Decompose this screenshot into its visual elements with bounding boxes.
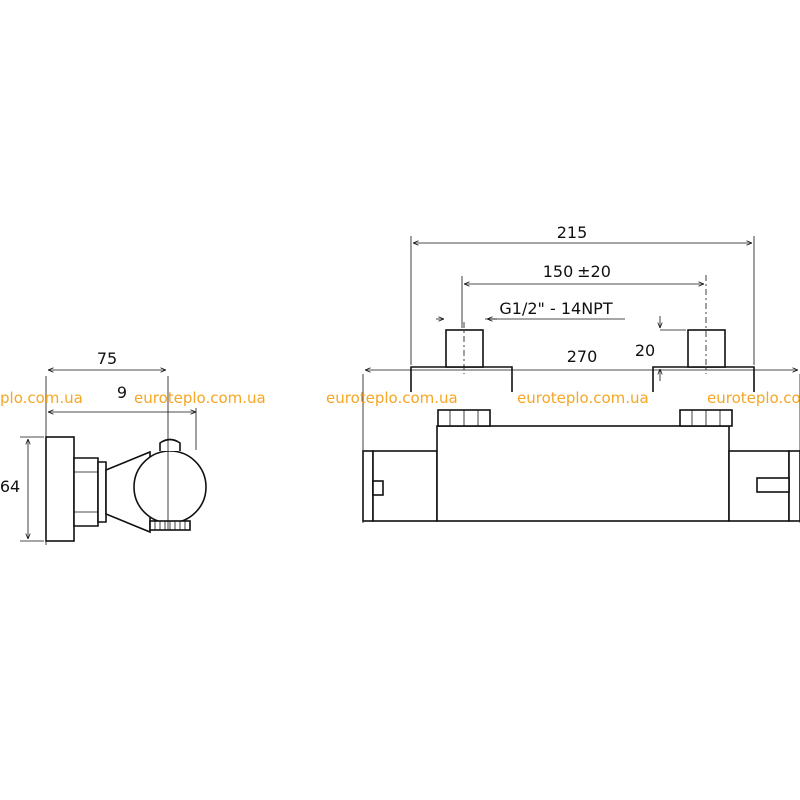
height-label: 64 [0, 477, 20, 496]
spacing-label: 150 [543, 262, 574, 281]
hex-nut [73, 457, 99, 527]
front-view: 215 150 ±20 G1/2" - 14NPT 20 270 [362, 223, 800, 523]
left-end-cap [362, 450, 374, 522]
right-inlet-pipe [687, 329, 726, 368]
watermark-text: euroteplo.com.ua [517, 389, 649, 407]
mixer-body [436, 425, 730, 522]
left-lever [372, 480, 384, 496]
tolerance-label: ±20 [577, 262, 611, 281]
inlet-height-label: 20 [635, 341, 655, 360]
right-end-cap [788, 450, 800, 522]
watermark-text: euroteplo.com.u [707, 389, 800, 407]
partial-label: 9 [117, 383, 127, 402]
side-knob [133, 450, 207, 524]
watermark-text: euroteplo.com.ua [326, 389, 458, 407]
watermark-text: euroteplo.com.ua [134, 389, 266, 407]
depth-label: 75 [97, 349, 117, 368]
left-inlet-pipe [445, 329, 484, 368]
side-view: 64 75 9 [0, 349, 207, 545]
watermarks: plo.com.ua euroteplo.com.ua euroteplo.co… [0, 389, 800, 407]
wall-plate [45, 436, 75, 542]
right-lever [756, 477, 790, 493]
length-label: 270 [567, 347, 598, 366]
thread-label: G1/2" - 14NPT [499, 299, 612, 318]
watermark-text: plo.com.ua [0, 389, 83, 407]
width-label: 215 [557, 223, 588, 242]
